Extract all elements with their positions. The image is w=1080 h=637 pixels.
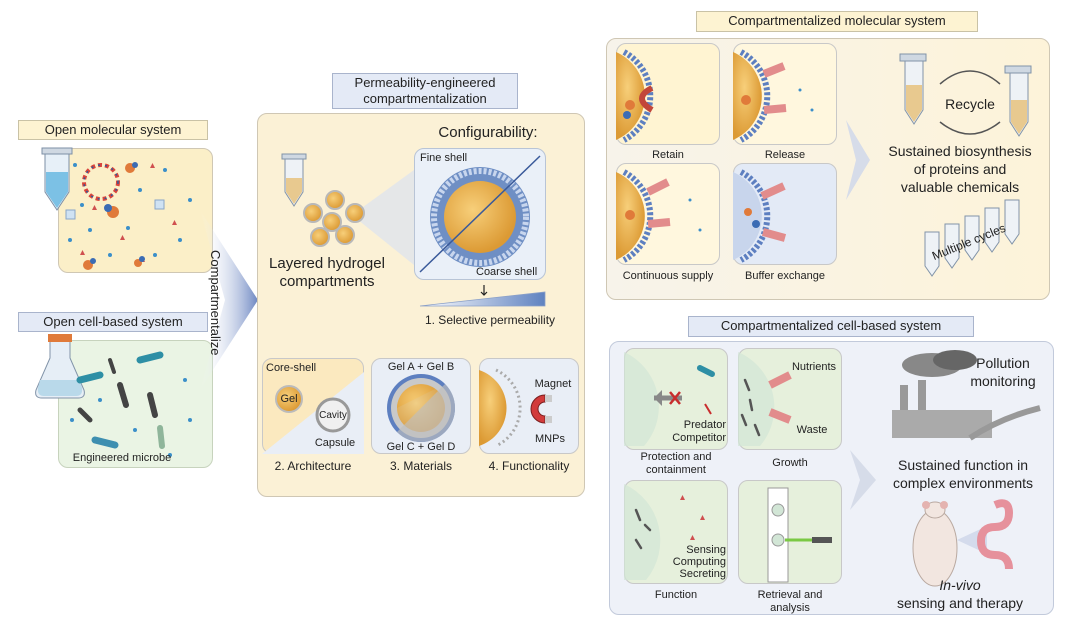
invivo-label: In-vivo sensing and therapy (896, 577, 1024, 611)
gel-label: Gel (280, 393, 298, 405)
sustained-biosynthesis-label: Sustained biosynthesis of proteins and v… (888, 143, 1032, 195)
microbe-icons (76, 351, 165, 449)
recycle-arrows-icon (939, 70, 1001, 85)
selective-permeability-label: 1. Selective permeability (424, 313, 556, 327)
comp-molecular-title: Compartmentalized molecular system (696, 11, 978, 32)
open-molecular-title: Open molecular system (18, 120, 208, 140)
buffer-exchange-label: Buffer exchange (745, 270, 825, 282)
recycle-label: Recycle (945, 96, 995, 112)
intestine-icon (976, 499, 1014, 570)
release-label: Release (764, 149, 806, 161)
cavity-label: Cavity (319, 410, 347, 421)
engineered-microbe-label: Engineered microbe (72, 452, 172, 464)
waste-label: Waste (796, 424, 828, 436)
materials-caption: 3. Materials (389, 459, 453, 473)
gel-c-d-label: Gel C + Gel D (386, 441, 456, 453)
architecture-caption: 2. Architecture (274, 459, 352, 473)
open-molecular-panel (58, 148, 213, 273)
cube-molecules (65, 199, 165, 220)
protein-clusters (83, 162, 145, 270)
hydrogel-bead-icons (303, 190, 365, 247)
magnet-icon (530, 394, 546, 424)
predator-label: Predator (683, 419, 726, 431)
capsule-label: Capsule (314, 437, 356, 449)
coarse-shell-label: Coarse shell (476, 266, 538, 278)
comp-cell-title: Compartmentalized cell-based system (688, 316, 974, 337)
retain-label: Retain (652, 149, 684, 161)
competitor-label: Competitor (672, 432, 726, 444)
nutrients-label: Nutrients (791, 361, 837, 373)
open-cell-panel (58, 340, 213, 468)
mouse-icon (912, 501, 987, 587)
retrieval-tile (738, 480, 842, 584)
magnet-label: Magnet (534, 378, 572, 390)
factory-icon (892, 350, 1041, 441)
multiple-tubes-icon (924, 199, 1020, 277)
fine-shell-label: Fine shell (420, 152, 468, 164)
mnps-label: MNPs (535, 433, 565, 445)
open-cell-title: Open cell-based system (18, 312, 208, 332)
molecule-dots (68, 163, 192, 257)
continuous-supply-label: Continuous supply (622, 270, 714, 282)
configurability-label: Configurability: (438, 124, 538, 141)
functionality-caption: 4. Functionality (488, 459, 570, 473)
gel-a-b-label: Gel A + Gel B (387, 361, 455, 373)
core-shell-label: Core-shell (266, 362, 317, 374)
function-label: Function (654, 589, 698, 601)
growth-label: Growth (772, 457, 808, 469)
